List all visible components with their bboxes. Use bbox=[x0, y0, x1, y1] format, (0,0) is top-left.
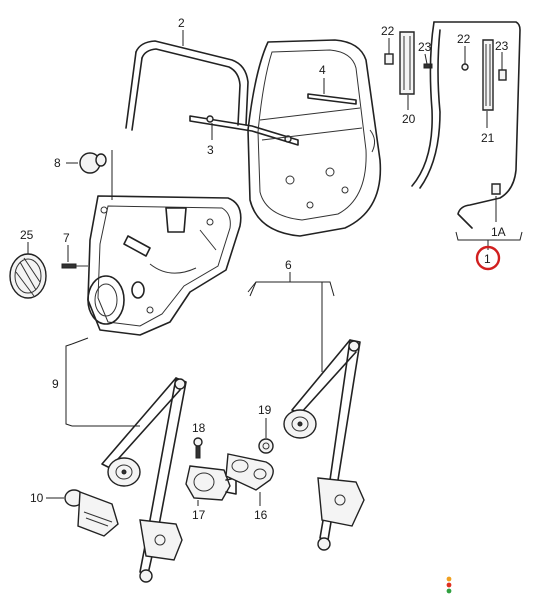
callout-23-left[interactable]: 23 bbox=[418, 40, 432, 54]
status-indicator bbox=[446, 576, 452, 594]
part-4-strip[interactable] bbox=[307, 93, 357, 105]
part-2-window-seal[interactable] bbox=[125, 40, 249, 131]
part-1A-clip[interactable] bbox=[491, 183, 501, 195]
callout-19[interactable]: 19 bbox=[258, 403, 272, 417]
window-regulator-right[interactable] bbox=[283, 339, 365, 551]
rear-door-shell[interactable] bbox=[247, 39, 382, 237]
part-19-nut[interactable] bbox=[258, 438, 274, 454]
callout-25[interactable]: 25 bbox=[20, 228, 34, 242]
callout-4[interactable]: 4 bbox=[319, 63, 326, 77]
part-1-seal-outline[interactable] bbox=[411, 21, 521, 229]
leader-9-top bbox=[71, 337, 89, 345]
part-20-window-guide[interactable] bbox=[399, 31, 415, 95]
window-regulator-left[interactable] bbox=[101, 377, 187, 583]
callout-6[interactable]: 6 bbox=[285, 258, 292, 272]
callout-21[interactable]: 21 bbox=[481, 131, 495, 145]
part-25-speaker-cover[interactable] bbox=[9, 253, 47, 299]
part-23-screw-right[interactable] bbox=[498, 69, 507, 81]
callout-17[interactable]: 17 bbox=[192, 508, 206, 522]
part-10-motor[interactable] bbox=[64, 489, 119, 537]
leader-23-left bbox=[424, 53, 428, 65]
callout-10[interactable]: 10 bbox=[30, 491, 44, 505]
part-7-screw[interactable] bbox=[61, 263, 88, 269]
door-carrier-panel[interactable] bbox=[87, 195, 242, 336]
bracket-9 bbox=[65, 343, 73, 427]
callout-7[interactable]: 7 bbox=[63, 231, 70, 245]
bracket-1 bbox=[455, 231, 523, 241]
callout-9[interactable]: 9 bbox=[52, 377, 59, 391]
callout-18[interactable]: 18 bbox=[192, 421, 206, 435]
callout-23-right[interactable]: 23 bbox=[495, 39, 509, 53]
highlight-ring bbox=[475, 245, 501, 271]
part-21-window-guide[interactable] bbox=[482, 39, 494, 111]
part-22-clip-left[interactable] bbox=[384, 53, 394, 65]
callout-22-left[interactable]: 22 bbox=[381, 24, 395, 38]
part-8-cap[interactable] bbox=[79, 152, 107, 174]
callout-22-right[interactable]: 22 bbox=[457, 32, 471, 46]
callout-3[interactable]: 3 bbox=[207, 143, 214, 157]
part-18-screw[interactable] bbox=[193, 437, 203, 459]
bracket-6 bbox=[249, 281, 335, 297]
part-16-drive-housing[interactable] bbox=[225, 453, 274, 491]
callout-8[interactable]: 8 bbox=[54, 156, 61, 170]
leader-6-left bbox=[247, 281, 257, 293]
callout-16[interactable]: 16 bbox=[254, 508, 268, 522]
part-3-guide-rail[interactable] bbox=[189, 115, 299, 146]
part-22-clip-right[interactable] bbox=[461, 63, 469, 71]
callout-1[interactable]: 1 bbox=[484, 252, 491, 266]
callout-20[interactable]: 20 bbox=[402, 112, 416, 126]
callout-2[interactable]: 2 bbox=[178, 16, 185, 30]
callout-1A[interactable]: 1A bbox=[491, 225, 506, 239]
